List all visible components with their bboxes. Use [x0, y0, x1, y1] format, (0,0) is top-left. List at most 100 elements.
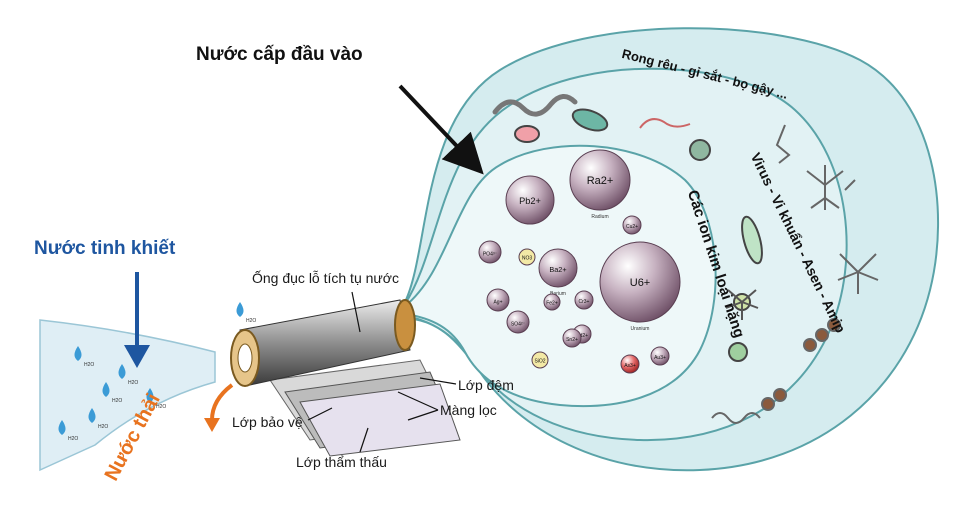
ion-symbol: NO3 — [522, 256, 533, 262]
water-drop-label: H2O — [98, 424, 108, 430]
ion-name: Radium — [591, 214, 608, 220]
helix-icon — [711, 412, 761, 424]
ion-sphere: NO3 — [518, 248, 536, 266]
water-drop-label: H2O — [156, 404, 166, 410]
algae-ring — [492, 94, 879, 424]
ion-circle — [599, 241, 681, 323]
ion-symbol: Cd2+ — [576, 333, 588, 339]
water-drop-icon: H2O — [236, 302, 256, 324]
worm-icon — [492, 94, 578, 117]
branch-icon — [806, 165, 856, 210]
water-drop-icon: H2O — [118, 364, 138, 386]
cushion-layer-label: Lớp đệm — [458, 377, 514, 393]
input-arrow — [398, 84, 484, 175]
ion-sphere: Ag+ — [486, 288, 510, 312]
protozoa-icon — [728, 342, 748, 362]
ion-sphere: U6+ Uranium — [599, 241, 681, 332]
ion-symbol: Au3+ — [654, 355, 666, 361]
arrows — [124, 84, 484, 453]
filter-membrane-label: Màng lọc — [440, 402, 497, 418]
water-drop-icon: H2O — [146, 388, 166, 410]
branch-icon — [775, 124, 791, 164]
pointer-protect — [307, 407, 333, 421]
flagellate-icon — [639, 118, 691, 129]
water-drop-label: H2O — [246, 318, 256, 324]
pure-water-funnel — [39, 319, 216, 472]
ion-circle — [506, 310, 530, 334]
water-drop-label: H2O — [68, 436, 78, 442]
waste-arrowhead — [204, 418, 220, 432]
ion-symbol: SiO2 — [534, 359, 545, 365]
ion-sphere: Fe2+ — [543, 293, 561, 311]
pointer-membrane — [407, 409, 439, 421]
ion-symbol: U6+ — [630, 277, 651, 289]
ion-sphere: PO4³⁻ — [478, 240, 502, 264]
ion-sphere: SiO2 — [531, 351, 549, 369]
ion-circle — [622, 215, 642, 235]
ion-sphere: As3+ — [620, 354, 640, 374]
water-drop-icon: H2O — [88, 408, 108, 430]
ion-circle — [538, 248, 578, 288]
ion-sphere: Au3+ — [650, 346, 670, 366]
ion-circle — [574, 290, 594, 310]
virus-icon — [689, 139, 711, 161]
ion-circle — [478, 240, 502, 264]
membrane-cartridge — [230, 299, 461, 457]
ion-name: Uranium — [631, 326, 650, 332]
ion-sphere: SO4²⁻ — [506, 310, 530, 334]
ion-symbol: Cr3+ — [579, 299, 590, 305]
input-water-label: Nước cấp đầu vào — [196, 44, 363, 65]
ion-circle — [543, 293, 561, 311]
ion-name: Barium — [550, 291, 566, 297]
ion-sphere: Cr3+ — [574, 290, 594, 310]
ion-symbol: SO4²⁻ — [511, 322, 526, 328]
water-drop-icon: H2O — [102, 382, 122, 404]
branch-icon — [837, 253, 879, 294]
ion-symbol: Pb2+ — [519, 196, 541, 206]
ion-symbol: Cu2+ — [626, 224, 638, 230]
pure-water-label: Nước tinh khiết — [34, 238, 176, 259]
rust-chain-icon — [803, 338, 817, 352]
pure-water-arrowhead — [124, 345, 150, 368]
pointer-cushion — [419, 377, 457, 385]
ion-sphere: Ra2+ Radium — [569, 149, 631, 220]
virus-icon — [725, 289, 759, 320]
water-drop-icon: H2O — [58, 420, 78, 442]
rust-chain-icon — [815, 328, 829, 342]
ion-symbol: Ba2+ — [549, 265, 566, 274]
permeate-layer-label: Lớp thẩm thấu — [296, 454, 387, 470]
protective-layer-label: Lớp bảo vệ — [232, 414, 303, 430]
amoeba-icon — [741, 215, 763, 265]
ion-sphere: Cu2+ — [622, 215, 642, 235]
ion-sphere: Sn2+ — [562, 328, 582, 348]
microbes-ring — [514, 108, 763, 362]
pointer-membrane — [397, 391, 439, 411]
water-drop-icon: H2O — [74, 346, 94, 368]
pointer-tube — [351, 291, 361, 333]
ion-symbol: Fe2+ — [546, 301, 558, 307]
ion-circle — [562, 328, 582, 348]
ion-circle — [650, 346, 670, 366]
bacterium-icon — [571, 108, 609, 132]
ion-sphere: Pb2+ — [505, 175, 555, 225]
cartridge-end-cap — [394, 299, 416, 351]
ion-symbol: Sn2+ — [566, 337, 578, 343]
pointer-permeate — [359, 427, 369, 453]
rust-chain-icon — [761, 397, 775, 411]
ion-symbol: Ag+ — [493, 300, 502, 306]
ion-symbol: PO4³⁻ — [483, 252, 498, 258]
waste-arrow — [210, 383, 234, 421]
ion-circle — [486, 288, 510, 312]
water-drop-label: H2O — [84, 362, 94, 368]
ion-circle — [569, 149, 631, 211]
ion-circle — [620, 354, 640, 374]
ion-circle — [505, 175, 555, 225]
bacterium-icon — [514, 125, 540, 143]
ion-symbol: Ra2+ — [587, 175, 614, 187]
ion-circle — [518, 248, 536, 266]
cartridge-end-cap — [237, 343, 253, 373]
